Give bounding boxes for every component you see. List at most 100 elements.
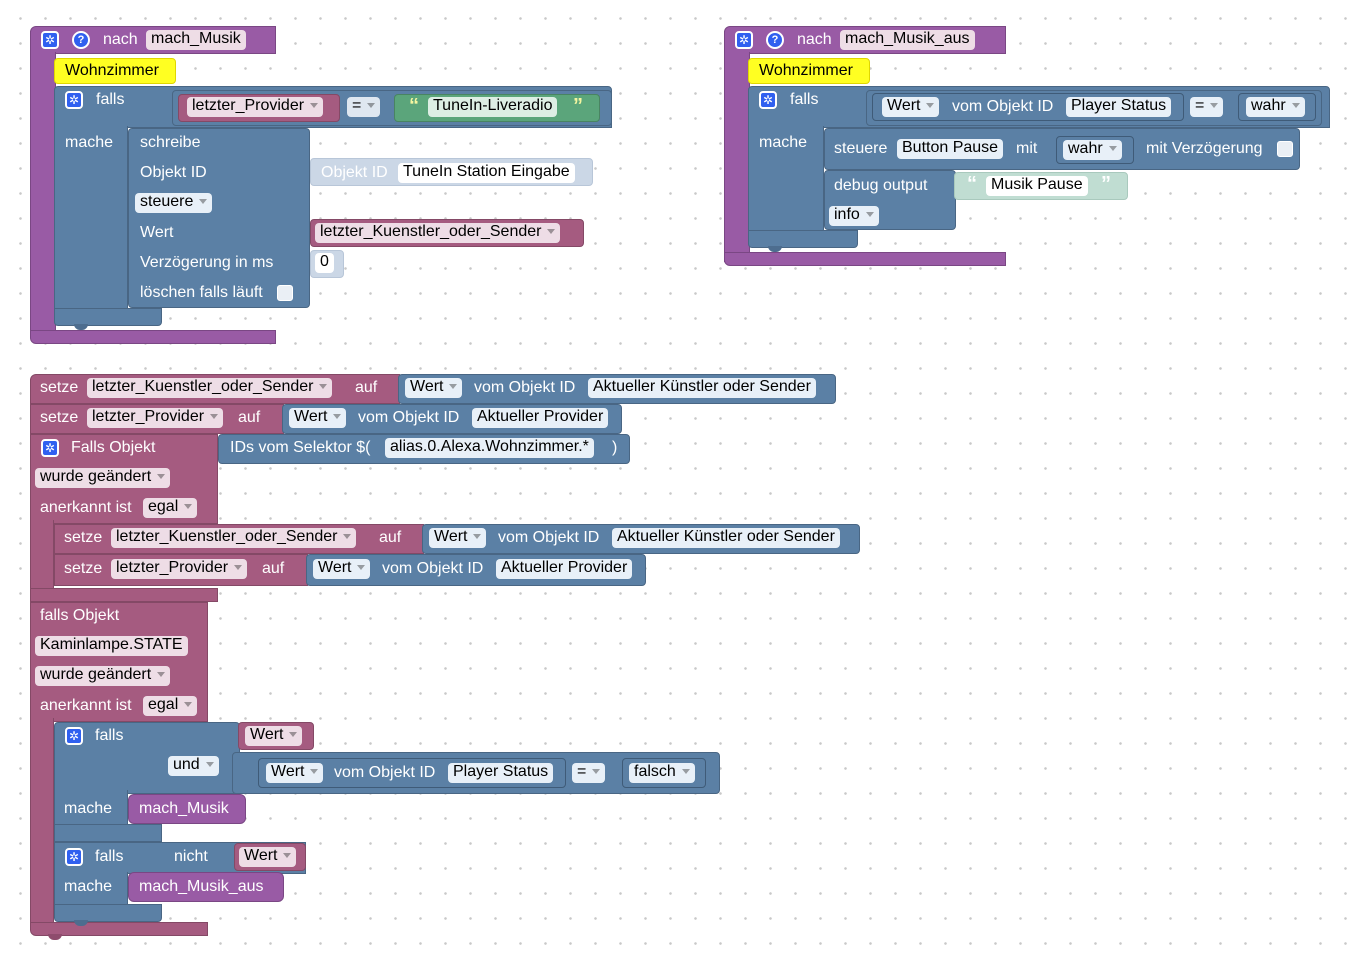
object-id-prefix: Objekt ID [321,164,388,181]
value-dropdown[interactable]: Wert [266,763,324,783]
operator-dropdown[interactable]: = [1190,97,1224,117]
object-id-field[interactable]: TuneIn Station Eingabe [398,163,575,183]
procedure-name-field[interactable]: mach_Musik [146,30,246,50]
quote-close-icon: ” [1101,173,1111,195]
comment-bubble[interactable]: Wohnzimmer [54,58,176,84]
mode-dropdown[interactable]: steuere [135,193,213,213]
variable-dropdown[interactable]: letzter_Provider [87,408,224,428]
level-dropdown[interactable]: info [829,206,879,226]
gear-icon[interactable]: ✲ [735,31,753,49]
quote-open-icon: “ [967,173,977,195]
ack-dropdown[interactable]: egal [143,696,198,716]
trigger-dropdown[interactable]: wurde geändert [35,666,171,686]
ack-dropdown[interactable]: egal [143,498,198,518]
gear-icon[interactable]: ✲ [41,439,59,457]
do-label: mache [64,878,113,895]
not-label: nicht [174,848,208,865]
procedure-footer [30,330,276,344]
delay-checkbox[interactable] [1277,141,1293,157]
variable-dropdown[interactable]: letzter_Provider [111,559,248,579]
object-id-label: Objekt ID [140,164,207,181]
object-field[interactable]: Aktueller Künstler oder Sender [612,528,840,548]
procedure-name-field[interactable]: mach_Musik_aus [840,30,975,50]
if-footer [748,230,858,248]
quote-close-icon: ” [573,95,583,117]
gear-icon[interactable]: ✲ [65,727,83,745]
bool-dropdown[interactable]: falsch [629,763,695,783]
if-label: falls [95,848,124,865]
question-icon[interactable]: ? [766,31,784,49]
to-label: nach [797,31,832,48]
if-footer [54,308,162,326]
gear-icon[interactable]: ✲ [65,91,83,109]
bool-dropdown[interactable]: wahr [1246,97,1305,117]
value-dropdown[interactable]: Wert [289,408,347,428]
if-label: falls [95,727,124,744]
object-field[interactable]: Kaminlampe.STATE [35,636,188,656]
set-label: setze [64,560,103,577]
operator-dropdown[interactable]: = [572,763,606,783]
from-object-label: vom Objekt ID [382,560,484,577]
from-object-label: vom Objekt ID [498,529,600,546]
operator-dropdown[interactable]: = [347,97,381,117]
on-change-spine [30,718,54,928]
if-footer [54,904,162,922]
question-icon[interactable]: ? [72,31,90,49]
value-dropdown[interactable]: Wert [882,97,940,117]
to-label: auf [355,379,378,396]
block-nub [768,246,782,252]
delay-field[interactable]: 0 [315,253,334,273]
with-label: mit [1016,140,1038,157]
ack-label: anerkannt ist [40,499,132,516]
selector-close: ) [612,439,618,456]
value-dropdown[interactable]: Wert [239,847,297,867]
if-spine [54,126,128,318]
procedure-footer [724,252,1006,266]
ack-label: anerkannt ist [40,697,132,714]
object-field[interactable]: Aktueller Künstler oder Sender [588,378,816,398]
and-dropdown[interactable]: und [168,756,219,776]
comment-bubble[interactable]: Wohnzimmer [748,58,870,84]
from-object-label: vom Objekt ID [334,764,436,781]
set-label: setze [40,409,79,426]
set-label: setze [40,379,79,396]
gear-icon[interactable]: ✲ [759,91,777,109]
delay-label: Verzögerung in ms [140,254,274,271]
variable-dropdown[interactable]: letzter_Kuenstler_oder_Sender [111,528,357,548]
value-dropdown[interactable]: Wert [313,559,371,579]
comment-text: Wohnzimmer [65,62,159,79]
selector-field[interactable]: alias.0.Alexa.Wohnzimmer.* [385,438,594,458]
clear-checkbox[interactable] [277,285,293,301]
control-target-field[interactable]: Button Pause [897,139,1004,159]
call-procedure-block[interactable] [128,794,246,824]
object-field[interactable]: Player Status [448,763,554,783]
with-delay-label: mit Verzögerung [1146,140,1263,157]
variable-dropdown[interactable]: letzter_Kuenstler_oder_Sender [87,378,333,398]
call-label: mach_Musik [139,800,229,817]
variable-dropdown[interactable]: letzter_Provider [187,97,324,117]
text-field[interactable]: TuneIn-Liveradio [428,97,558,117]
debug-label: debug output [834,177,928,194]
debug-text-field[interactable]: Musik Pause [986,176,1088,196]
object-field[interactable]: Aktueller Provider [472,408,609,428]
if-label: falls [790,91,819,108]
write-block[interactable] [128,128,310,308]
value-dropdown[interactable]: Wert [245,726,303,746]
write-label: schreibe [140,134,201,151]
to-label: nach [103,31,138,48]
value-variable-dropdown[interactable]: letzter_Kuenstler_oder_Sender [315,223,561,243]
trigger-dropdown[interactable]: wurde geändert [35,468,171,488]
call-procedure-block[interactable] [128,872,284,902]
value-dropdown[interactable]: Wert [429,528,487,548]
call-label: mach_Musik_aus [139,878,264,895]
procedure-spine [30,52,56,336]
value-dropdown[interactable]: Wert [405,378,463,398]
block-nub [48,934,62,940]
to-label: auf [262,560,285,577]
set-label: setze [64,529,103,546]
object-field[interactable]: Player Status [1066,97,1172,117]
with-value-dropdown[interactable]: wahr [1063,140,1122,160]
gear-icon[interactable]: ✲ [65,848,83,866]
gear-icon[interactable]: ✲ [41,31,59,49]
object-field[interactable]: Aktueller Provider [496,559,633,579]
